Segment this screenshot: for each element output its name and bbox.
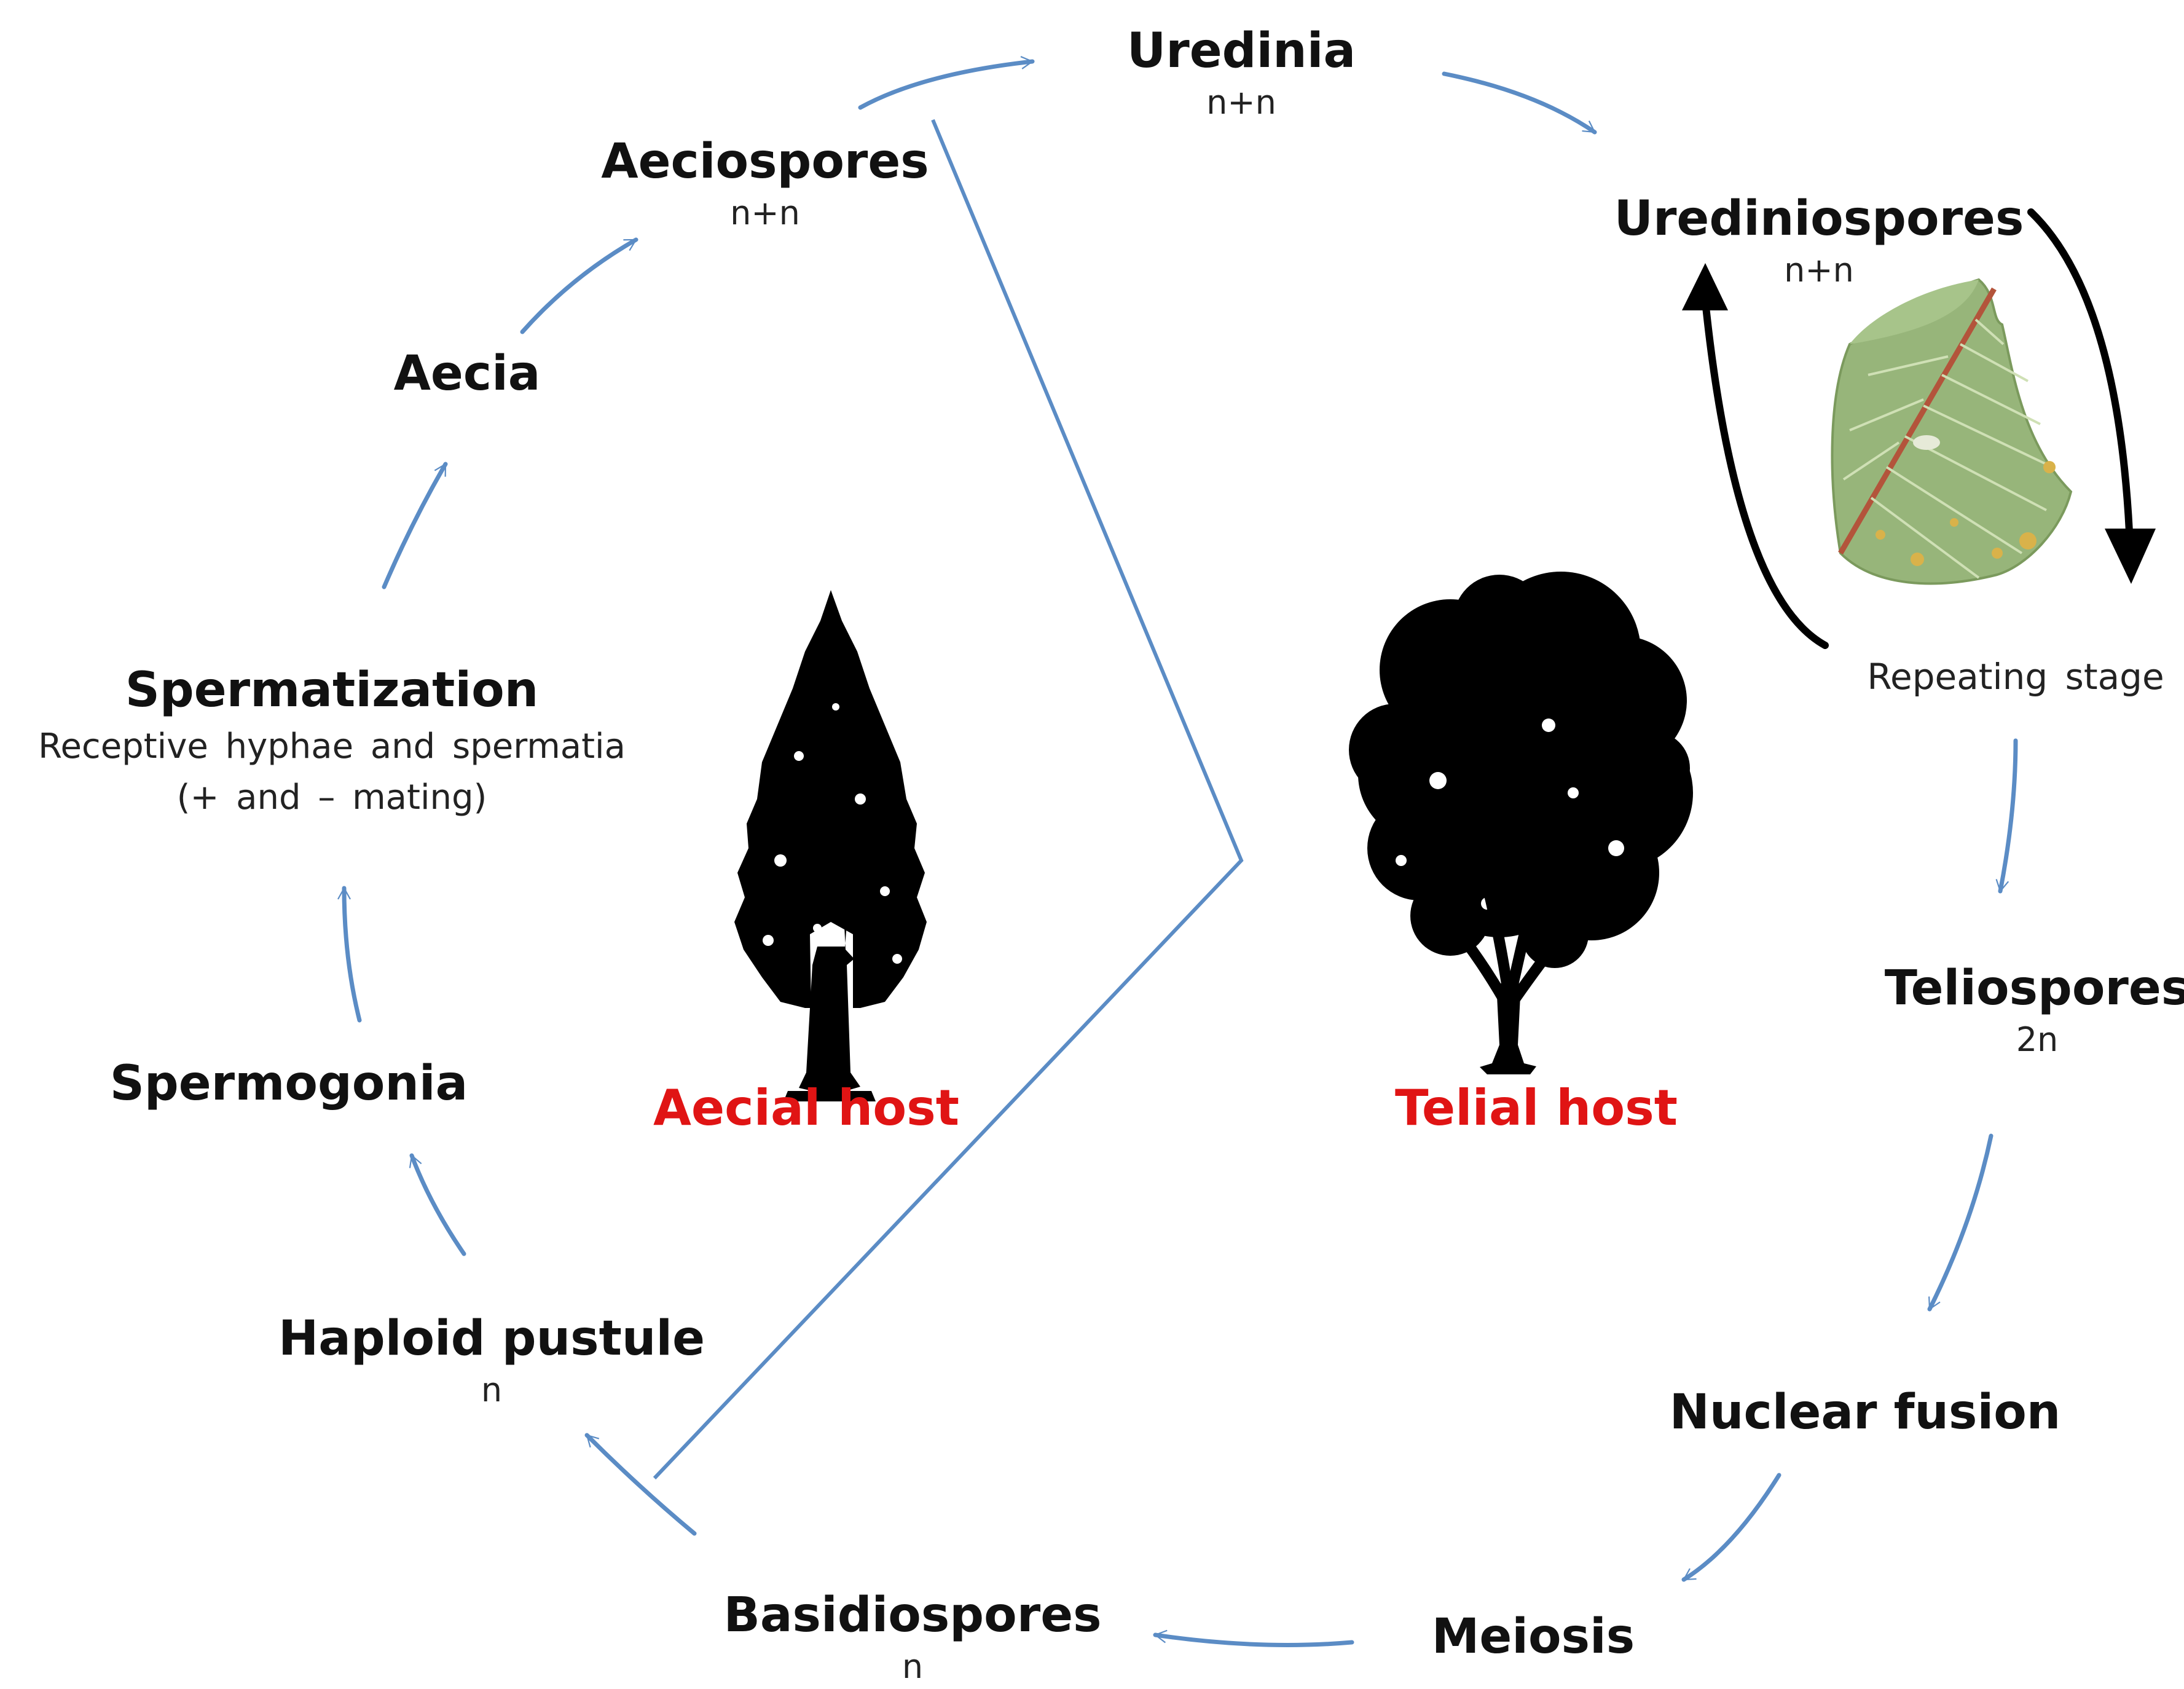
arrow-meiosis-to-basidiospores [1153, 1629, 1354, 1647]
infected-leaf-icon [1831, 278, 2073, 585]
stage-uredinia: Uredinia n+n [1127, 22, 1356, 125]
ploidy-label: n [901, 1647, 924, 1686]
stage-name: Haploid pustule [278, 1311, 705, 1366]
arrow-spermatization-to-aecia [382, 462, 448, 589]
ploidy-label: n+n [1206, 83, 1276, 122]
stage-name: Aecia [393, 346, 541, 401]
spermatization-mating: (+ and – mating) [176, 778, 487, 817]
stage-spermatization: Spermatization Receptive hyphae and sper… [38, 661, 626, 822]
stage-name: Spermatization [125, 663, 539, 718]
repeat-arrow-up-head [1682, 263, 1728, 310]
conifer-tree-icon [734, 590, 927, 1101]
stage-name: Teliospores [1884, 961, 2184, 1016]
repeating-stage-label: Repeating stage [1867, 656, 2164, 698]
stage-name: Nuclear fusion [1669, 1385, 2061, 1440]
stage-teliospores: Teliospores 2n [1885, 959, 2184, 1062]
ploidy-label: n+n [730, 194, 800, 232]
spermatization-detail: Receptive hyphae and spermatia [38, 726, 626, 766]
host-divider-line [653, 119, 1244, 1480]
arrow-haploid-pustule-to-spermogonia [409, 1153, 466, 1256]
repeat-arrow-down [2027, 208, 2133, 535]
stage-haploid-pustule: Haploid pustule n [278, 1309, 705, 1412]
broadleaf-tree-icon [1349, 572, 1693, 1074]
stage-basidiospores: Basidiospores n [723, 1586, 1101, 1689]
repeat-arrow-down-head [2105, 529, 2156, 584]
arrow-basidiospores-to-haploid-pustule [584, 1433, 697, 1536]
arrow-spermogonia-to-spermatization [337, 886, 362, 1023]
arrow-uredinia-to-urediniospores [1442, 71, 1597, 135]
arrow-repeating-to-teliospores [1995, 738, 2018, 894]
stage-urediniospores: Urediniospores n+n [1614, 189, 2024, 293]
stage-aecia: Aecia [394, 344, 541, 403]
arrow-aeciospores-to-uredinia [858, 56, 1035, 110]
ploidy-label: n+n [1784, 251, 1854, 289]
telial-host-label: Telial host [1394, 1079, 1678, 1136]
ploidy-label: 2n [2016, 1020, 2059, 1059]
repeat-arrow-up [1702, 297, 1829, 649]
stage-name: Meiosis [1431, 1609, 1635, 1664]
stage-meiosis: Meiosis [1432, 1607, 1635, 1666]
stage-name: Uredinia [1126, 23, 1356, 79]
stage-aeciospores: Aeciospores n+n [601, 132, 929, 235]
ploidy-label: n [481, 1371, 503, 1409]
stage-name: Basidiospores [723, 1588, 1102, 1643]
stage-name: Aeciospores [601, 134, 929, 189]
arrow-aecia-to-aeciospores [520, 237, 638, 334]
stage-spermogonia: Spermogonia [110, 1054, 468, 1113]
repeating-cycle-arrows [1702, 208, 2133, 649]
stage-name: Urediniospores [1614, 191, 2024, 246]
aecial-host-label: Aecial host [653, 1079, 960, 1136]
stage-nuclear-fusion: Nuclear fusion [1670, 1383, 2061, 1442]
arrow-nuclear-fusion-to-meiosis [1681, 1473, 1781, 1582]
arrow-teliospores-to-nuclear-fusion [1927, 1133, 1993, 1312]
stage-name: Spermogonia [109, 1056, 468, 1111]
